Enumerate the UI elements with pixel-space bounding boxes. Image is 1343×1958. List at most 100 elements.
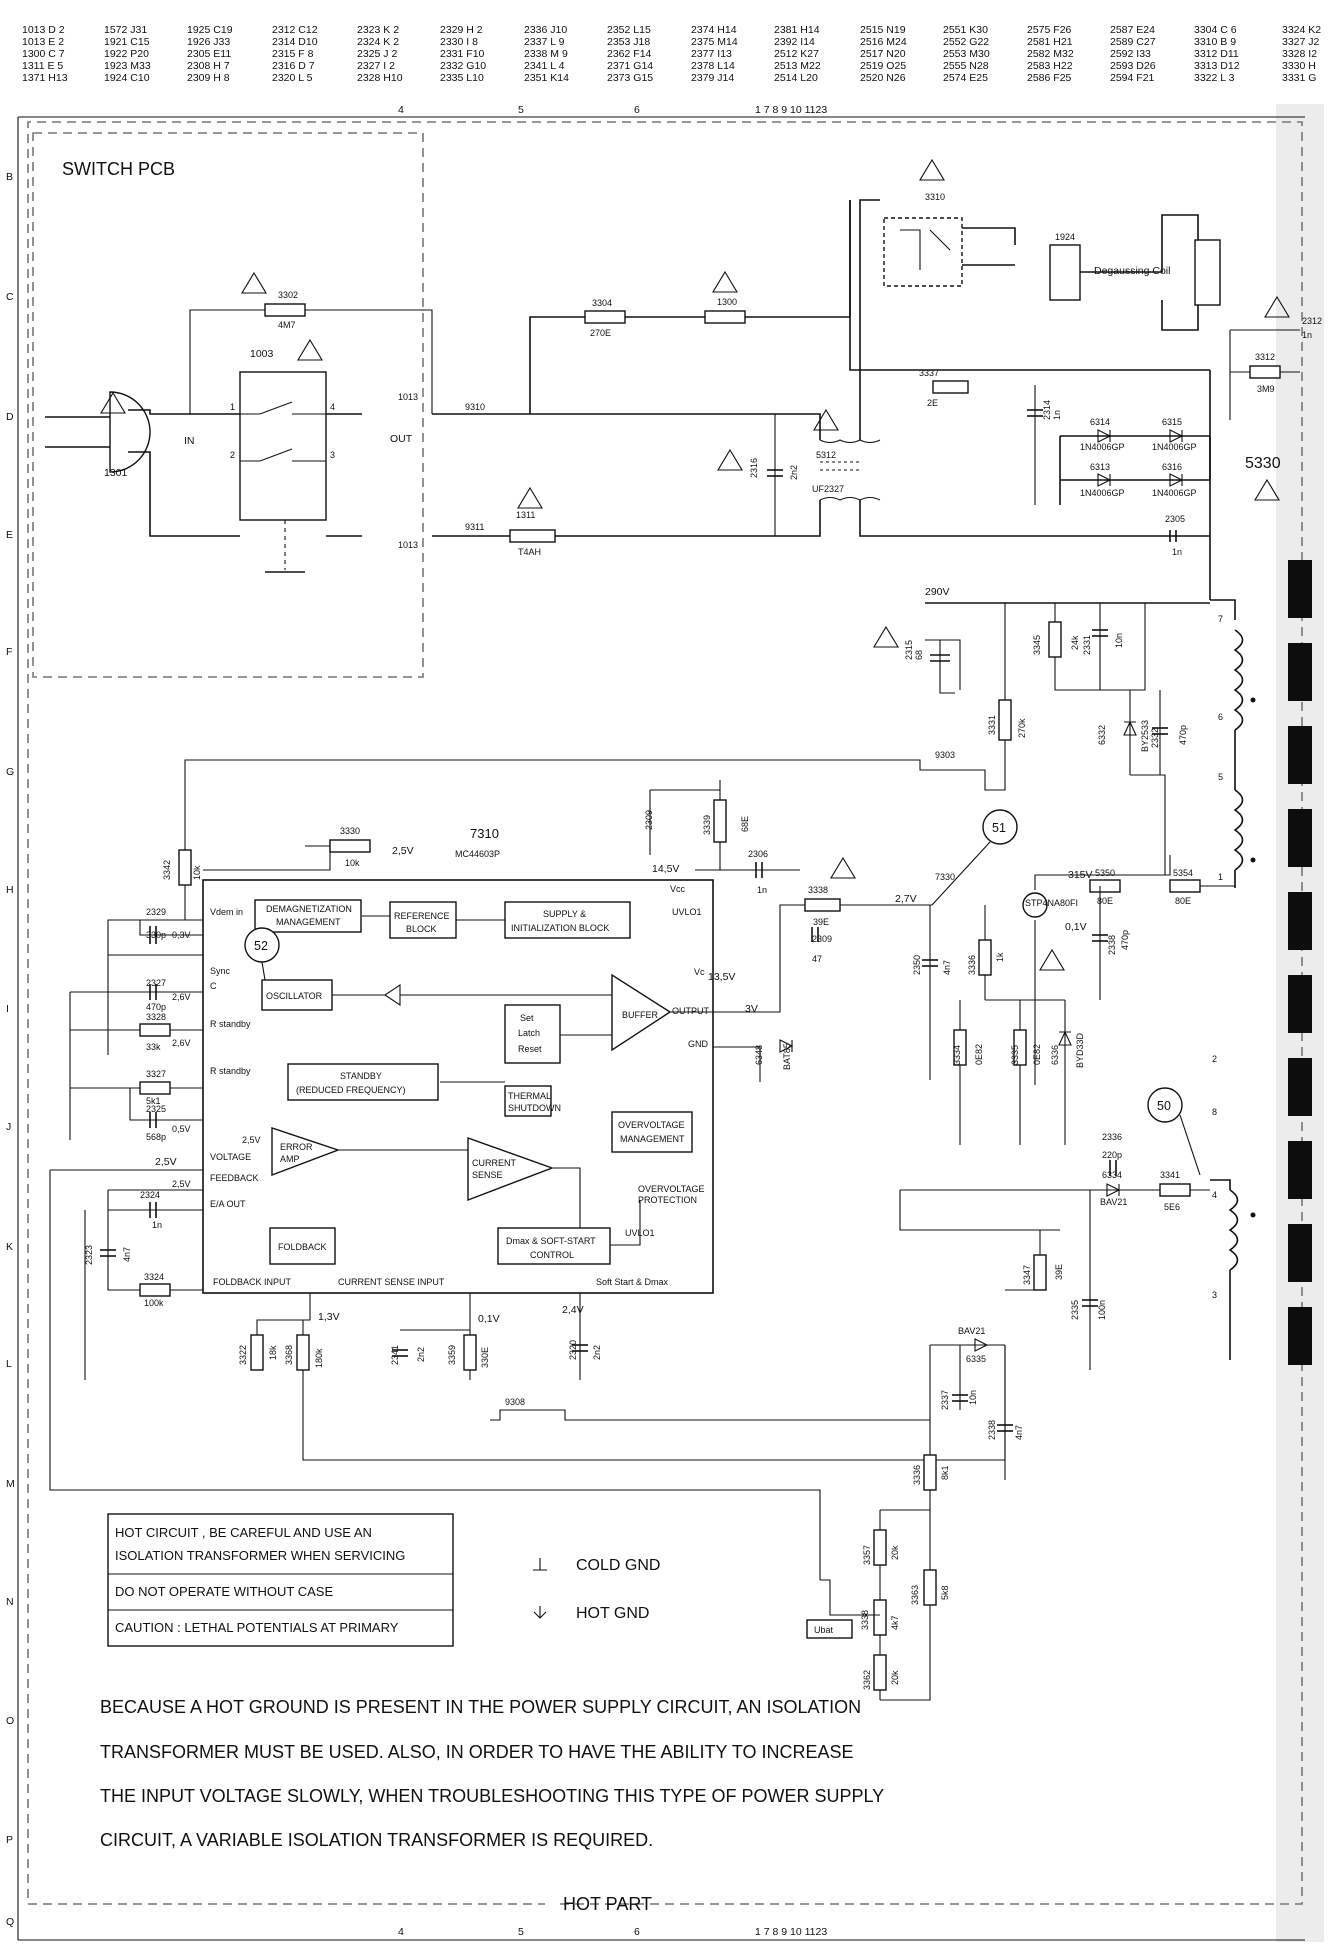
snubber-network: 3345 24k 2331 10n 6332 BY2533 2332 470p (1032, 603, 1188, 875)
row-letter: J (6, 1121, 11, 1133)
row-letter: K (6, 1241, 13, 1253)
row-letter: H (6, 884, 14, 896)
switch-pcb-box (32, 132, 424, 678)
svg-text:GND: GND (688, 1039, 709, 1049)
index-entry: 1925 C19 (187, 24, 233, 36)
svg-text:6336: 6336 (1050, 1045, 1060, 1065)
index-entry: 2373 G15 (607, 72, 653, 84)
index-entry: 2555 N28 (943, 60, 989, 72)
regulation-network: BAV21 6335 2337 10n 2338 4n7 3336 8k1 33… (806, 1289, 1040, 1701)
svg-text:270E: 270E (590, 328, 611, 338)
plug-label: 1301 (104, 467, 128, 479)
index-entry: 2551 K30 (943, 24, 988, 36)
warning-icon (517, 486, 543, 509)
svg-text:UF2327: UF2327 (812, 484, 844, 494)
svg-text:290V: 290V (925, 586, 950, 598)
svg-text:2323: 2323 (84, 1245, 94, 1265)
index-entry: 2335 L10 (440, 72, 484, 84)
in-label: IN (184, 435, 195, 447)
svg-text:1n: 1n (757, 885, 767, 895)
row-letter: B (6, 171, 13, 183)
ruler-label: 6 (634, 104, 640, 116)
svg-text:2,7V: 2,7V (895, 893, 917, 905)
row-letter: C (6, 291, 14, 303)
svg-text:2336: 2336 (1102, 1132, 1122, 1142)
index-entry: 2519 O25 (860, 60, 906, 72)
diode-6314 (1097, 429, 1112, 443)
transformer-primary: 76 51 290V 2315 68 (904, 586, 1256, 888)
warning-line: DO NOT OPERATE WITHOUT CASE (115, 1584, 333, 1599)
svg-text:3341: 3341 (1160, 1170, 1180, 1180)
svg-text:BUFFER: BUFFER (622, 1010, 659, 1020)
diode-6315 (1169, 429, 1184, 443)
switch-body (239, 371, 327, 521)
index-entry: 2592 I33 (1110, 48, 1151, 60)
index-entry: 2336 J10 (524, 24, 567, 36)
warning-line: CAUTION : LETHAL POTENTIALS AT PRIMARY (115, 1620, 399, 1635)
svg-text:E/A OUT: E/A OUT (210, 1199, 246, 1209)
svg-text:4n7: 4n7 (942, 960, 952, 975)
isolation-notice: BECAUSE A HOT GROUND IS PRESENT IN THE P… (100, 1697, 884, 1850)
callout-51 (982, 809, 1018, 845)
svg-text:Vdem in: Vdem in (210, 907, 243, 917)
svg-text:68E: 68E (740, 816, 750, 832)
degaussing-coil (1194, 239, 1221, 306)
svg-text:SENSE: SENSE (472, 1170, 503, 1180)
index-entry: 2553 M30 (943, 48, 990, 60)
svg-text:1k: 1k (995, 952, 1005, 962)
svg-text:5E6: 5E6 (1164, 1202, 1180, 1212)
svg-text:2309: 2309 (644, 810, 654, 830)
hot-part-frame (27, 121, 1303, 1905)
row-letter: N (6, 1596, 14, 1608)
svg-text:68: 68 (914, 650, 924, 660)
ic-block (504, 901, 631, 939)
svg-text:MANAGEMENT: MANAGEMENT (276, 917, 341, 927)
svg-text:1013: 1013 (398, 392, 418, 402)
svg-text:2n2: 2n2 (789, 465, 799, 480)
index-entry: 2586 F25 (1027, 72, 1072, 84)
svg-text:6315: 6315 (1162, 417, 1182, 427)
svg-text:4n7: 4n7 (1014, 1425, 1024, 1440)
svg-text:3338: 3338 (860, 1610, 870, 1630)
degauss-label: Degaussing Coil (1094, 265, 1170, 277)
switch-contact (240, 448, 326, 462)
wire (849, 200, 1210, 371)
svg-text:INITIALIZATION BLOCK: INITIALIZATION BLOCK (511, 923, 609, 933)
warning-icons (100, 158, 1290, 971)
svg-text:39E: 39E (813, 917, 829, 927)
index-entry: 2392 I14 (774, 36, 815, 48)
index-entry: 2574 E25 (943, 72, 988, 84)
svg-text:8: 8 (1212, 1107, 1217, 1117)
svg-text:10k: 10k (345, 858, 360, 868)
wire (189, 309, 433, 414)
fuse-1311 (509, 529, 556, 543)
svg-text:BAV21: BAV21 (958, 1326, 985, 1336)
warning-icon (717, 448, 743, 471)
index-entry: 3322 L 3 (1194, 72, 1235, 84)
svg-text:2316: 2316 (749, 458, 759, 478)
svg-text:Soft Start & Dmax: Soft Start & Dmax (596, 1277, 669, 1287)
tab-marker (1288, 1224, 1312, 1282)
index-entry: 2325 J 2 (357, 48, 397, 60)
svg-text:6334: 6334 (1102, 1170, 1122, 1180)
row-letter: E (6, 529, 13, 541)
ic-block (287, 1063, 439, 1101)
svg-text:0,3V: 0,3V (172, 930, 191, 940)
svg-text:20k: 20k (890, 1545, 900, 1560)
wire (432, 413, 821, 440)
svg-text:2305: 2305 (1165, 514, 1185, 524)
svg-text:2312: 2312 (1302, 316, 1322, 326)
index-entry: 2314 D10 (272, 36, 318, 48)
hot-gnd-icon (533, 1606, 547, 1619)
tab-marker (1288, 975, 1312, 1033)
index-entry: 2381 H14 (774, 24, 820, 36)
svg-text:HOT GND: HOT GND (576, 1605, 649, 1622)
svg-text:CURRENT SENSE INPUT: CURRENT SENSE INPUT (338, 1277, 445, 1287)
svg-text:CONTROL: CONTROL (530, 1250, 574, 1260)
svg-text:47: 47 (812, 954, 822, 964)
index-entry: 2328 H10 (357, 72, 403, 84)
svg-text:0E82: 0E82 (974, 1044, 984, 1065)
svg-text:3359: 3359 (447, 1345, 457, 1365)
svg-text:UVLO1: UVLO1 (672, 907, 702, 917)
